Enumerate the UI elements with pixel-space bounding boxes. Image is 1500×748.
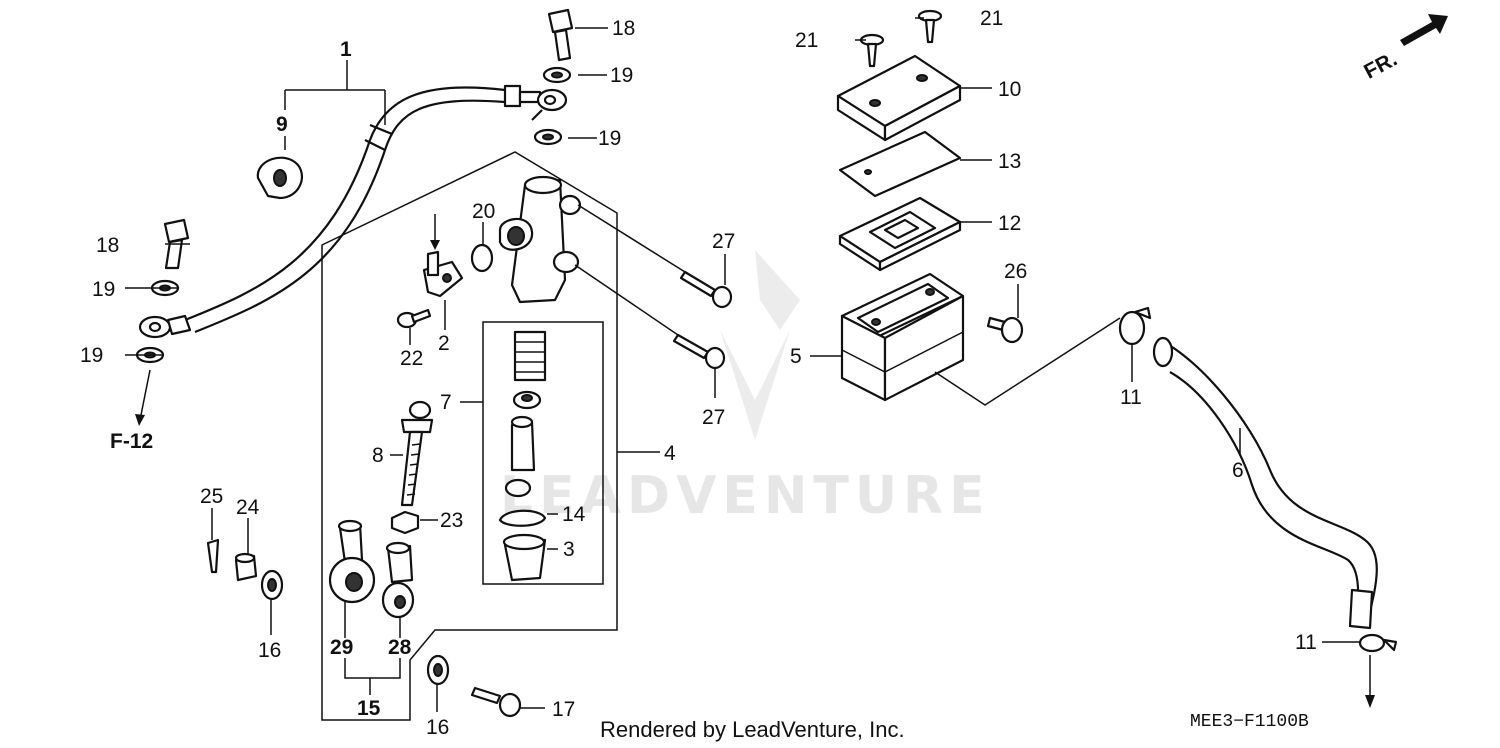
drawing-code: MEE3−F1100B bbox=[1190, 712, 1309, 732]
callout-27-bottom: 27 bbox=[702, 406, 725, 429]
callout-25: 25 bbox=[200, 485, 223, 508]
diaphragm-12 bbox=[838, 196, 962, 272]
callout-21-left: 21 bbox=[795, 29, 818, 52]
callout-17: 17 bbox=[552, 698, 575, 721]
bolt-17 bbox=[470, 686, 522, 718]
joint-24 bbox=[234, 552, 258, 582]
callout-labels: 1 9 18 19 19 18 19 19 20 2 22 7 8 23 14 … bbox=[80, 7, 1317, 739]
callout-28: 28 bbox=[388, 636, 412, 659]
callout-23: 23 bbox=[440, 509, 463, 532]
callout-18-left: 18 bbox=[96, 234, 119, 257]
callout-2: 2 bbox=[438, 332, 450, 355]
callout-16-left: 16 bbox=[258, 639, 281, 662]
reference-label: F-12 bbox=[110, 430, 153, 453]
hose-clips-11 bbox=[1118, 306, 1398, 653]
watermark: LEADVENTURE bbox=[500, 250, 991, 526]
callout-11-bottom: 11 bbox=[1295, 631, 1317, 654]
watermark-logo bbox=[720, 250, 800, 440]
callout-3: 3 bbox=[563, 538, 575, 561]
callout-6: 6 bbox=[1232, 459, 1244, 482]
screws-21 bbox=[859, 9, 943, 68]
callout-22: 22 bbox=[400, 347, 423, 370]
callout-13: 13 bbox=[998, 150, 1021, 173]
washer-16-left bbox=[260, 569, 284, 601]
watermark-text: LEADVENTURE bbox=[500, 466, 991, 526]
reservoir-5 bbox=[840, 272, 965, 402]
push-rod-8 bbox=[400, 400, 434, 507]
cotter-pin-25 bbox=[206, 538, 220, 574]
callout-7: 7 bbox=[440, 391, 452, 414]
callout-18-top: 18 bbox=[612, 17, 635, 40]
callout-16-bottom: 16 bbox=[426, 716, 449, 739]
callout-8: 8 bbox=[372, 444, 384, 467]
reservoir-joint-2 bbox=[422, 214, 464, 298]
front-arrow-icon bbox=[1400, 14, 1448, 46]
callout-11-top: 11 bbox=[1120, 386, 1142, 409]
f12-line bbox=[139, 369, 151, 421]
down-arrow-icon bbox=[1365, 695, 1375, 708]
credit-text: Rendered by LeadVenture, Inc. bbox=[600, 717, 905, 742]
plate-13 bbox=[838, 130, 962, 198]
joint-28 bbox=[381, 541, 415, 619]
bolt-26 bbox=[986, 316, 1024, 344]
master-cylinder-body bbox=[498, 175, 582, 304]
piston-set-parts bbox=[498, 330, 547, 582]
nut-23 bbox=[390, 510, 420, 535]
callout-19-d: 19 bbox=[80, 344, 103, 367]
o-ring-20 bbox=[470, 243, 494, 273]
callout-27-top: 27 bbox=[712, 230, 735, 253]
piston-set-7-box bbox=[482, 321, 604, 585]
screw-22 bbox=[396, 308, 432, 329]
callout-24: 24 bbox=[236, 496, 260, 519]
rod-end-29 bbox=[328, 519, 376, 604]
callout-10: 10 bbox=[998, 78, 1021, 101]
bolts-27 bbox=[574, 204, 733, 370]
callout-19-b: 19 bbox=[598, 127, 621, 150]
reservoir-hose-6 bbox=[934, 317, 1378, 630]
callout-19-a: 19 bbox=[610, 64, 633, 87]
callout-12: 12 bbox=[998, 212, 1021, 235]
brake-hose-1 bbox=[138, 84, 568, 339]
callout-26: 26 bbox=[1004, 260, 1027, 283]
callout-19-c: 19 bbox=[92, 278, 115, 301]
bolt-18-lower bbox=[163, 218, 190, 270]
leader-lines bbox=[125, 17, 1360, 712]
sealing-washers-19 bbox=[135, 66, 572, 364]
callout-1: 1 bbox=[340, 38, 352, 61]
callout-14: 14 bbox=[562, 503, 586, 526]
callout-4: 4 bbox=[664, 442, 676, 465]
callout-29: 29 bbox=[330, 636, 353, 659]
callout-15: 15 bbox=[357, 697, 381, 720]
washer-16-bottom bbox=[426, 654, 450, 686]
callout-5: 5 bbox=[790, 345, 802, 368]
front-label: FR. bbox=[1360, 48, 1401, 84]
f12-arrow-icon bbox=[135, 414, 145, 426]
assembly-4-outline bbox=[321, 151, 618, 721]
callout-20: 20 bbox=[472, 200, 495, 223]
bolt-18-upper bbox=[547, 8, 574, 62]
callout-9: 9 bbox=[276, 113, 288, 136]
hose-clamp-9 bbox=[256, 156, 304, 200]
callout-21-right: 21 bbox=[980, 7, 1003, 30]
reservoir-cap-10 bbox=[836, 54, 962, 142]
front-direction-indicator: FR. bbox=[1360, 14, 1448, 84]
